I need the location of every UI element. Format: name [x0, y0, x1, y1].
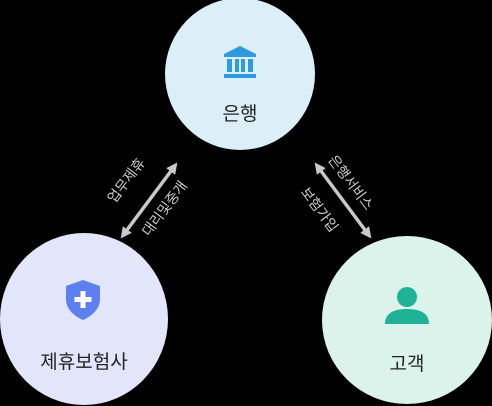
shield-plus-icon: [66, 280, 100, 320]
partner-insurer-label: 제휴보험사: [40, 351, 128, 373]
bank-node: 은행: [165, 0, 315, 150]
bank-icon: [224, 46, 256, 78]
customer-node: 고객: [322, 236, 492, 404]
customer-label: 고객: [389, 353, 425, 375]
bank-customer-double-arrow: [314, 162, 372, 239]
bank-label: 은행: [222, 103, 258, 125]
partner-insurer-node: 제휴보험사: [0, 233, 168, 405]
person-icon: [385, 287, 429, 324]
bank-partner-double-arrow: [120, 162, 178, 239]
